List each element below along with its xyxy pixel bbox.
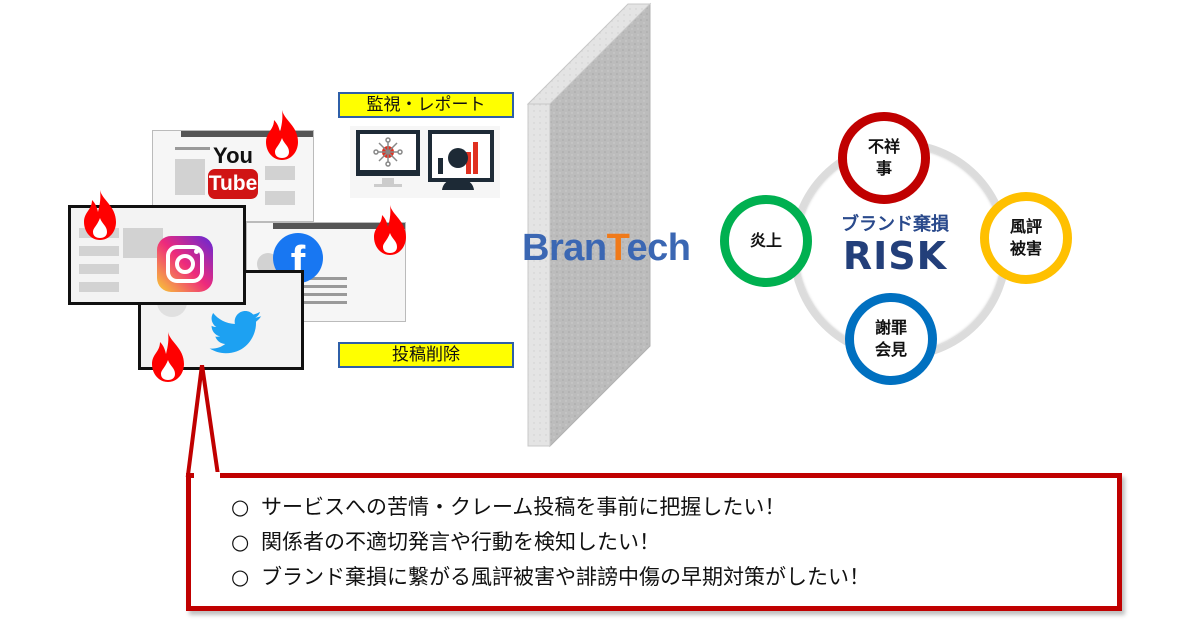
flame-icon [374,205,406,255]
risk-circle-reputation: 風評被害 [980,192,1072,284]
callout-item: ○サービスへの苦情・クレーム投稿を事前に把握したい！ [231,495,786,519]
flame-icon [266,110,298,160]
instagram-logo [157,236,213,292]
brand-part2: ech [626,227,691,269]
youtube-tube-text: Tube [208,169,258,199]
youtube-logo: You Tube [205,145,261,203]
report-monitor-icon [428,130,494,190]
flame-icon [84,190,116,240]
firewall-wall [526,2,652,448]
monitor-report-label: 監視・レポート [338,92,514,118]
callout-item: ○関係者の不適切発言や行動を検知したい！ [231,530,660,554]
callout-item: ○ブランド棄損に繋がる風評被害や誹謗中傷の早期対策がしたい！ [231,565,870,589]
callout-pointer-cover [194,472,220,478]
risk-label: RISK [842,234,948,278]
post-removal-label: 投稿削除 [338,342,514,368]
needs-callout: ○サービスへの苦情・クレーム投稿を事前に把握したい！ ○関係者の不適切発言や行動… [186,473,1122,611]
risk-title: ブランド棄損 [841,214,949,235]
twitter-logo [207,311,265,355]
brand-t: T [606,227,627,269]
brantech-logo: BranTech [522,227,691,270]
monitor-icons [350,126,500,198]
risk-circle-scandal: 不祥事 [838,112,930,204]
brand-part1: Bran [522,227,607,269]
flame-icon [152,332,184,382]
callout-pointer [185,365,221,477]
youtube-you-text: You [213,143,253,168]
risk-circle-flaming: 炎上 [720,195,812,287]
ai-monitor-icon [356,130,420,187]
risk-circle-apology: 謝罪会見 [845,293,937,385]
